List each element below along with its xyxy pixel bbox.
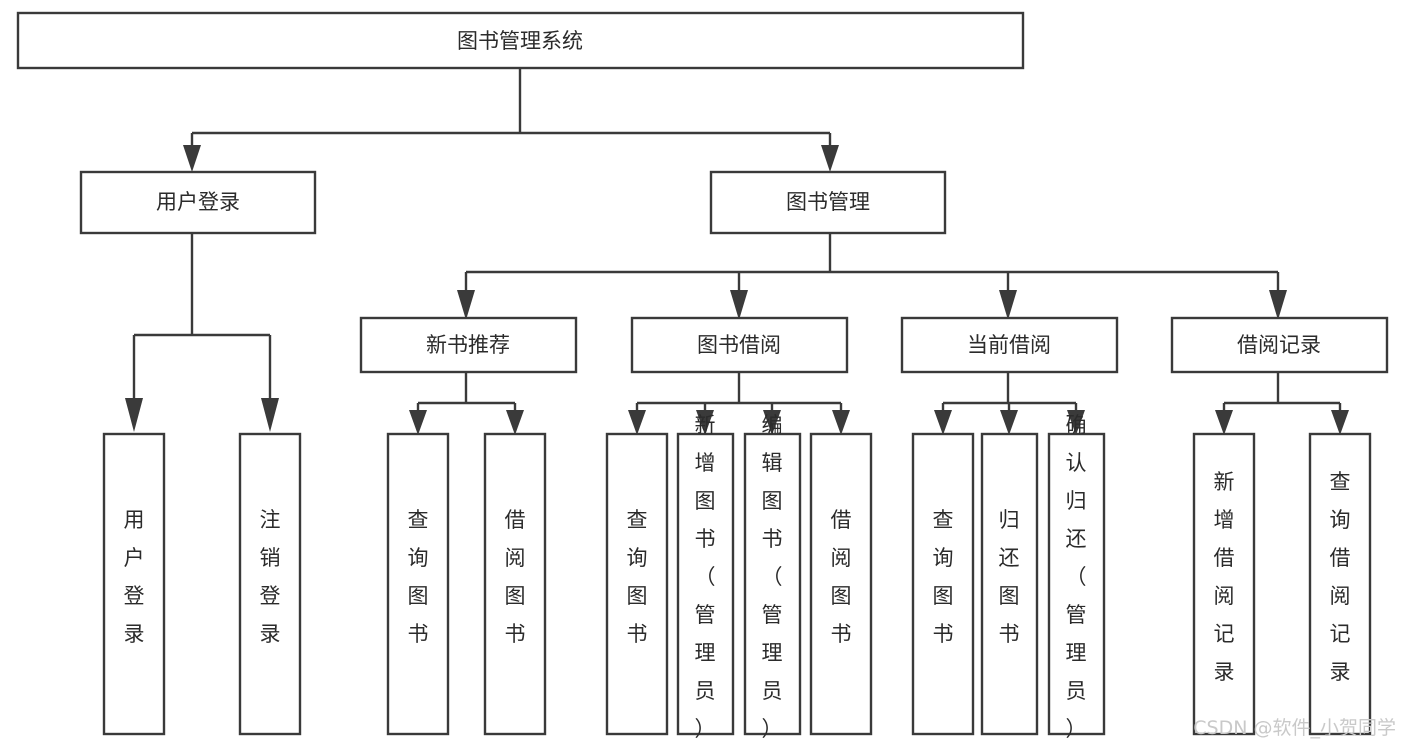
node-borrow-record[interactable]: 借阅记录 <box>1170 316 1389 374</box>
node-leaf-return-book[interactable]: 归还图书 <box>980 432 1039 736</box>
node-leaf-query-book-3-box[interactable] <box>911 432 975 736</box>
node-leaf-query-record[interactable]: 查询借阅记录 <box>1308 432 1372 736</box>
node-current-borrow-box[interactable] <box>900 316 1119 374</box>
node-leaf-user-login-box[interactable] <box>102 432 166 736</box>
arrow-head-book-management <box>821 145 839 172</box>
node-leaf-borrow-book-1-label: 借阅图书 <box>505 508 526 646</box>
node-leaf-borrow-book-2[interactable]: 借阅图书 <box>809 432 873 736</box>
node-user-login-label: 用户登录 <box>156 190 240 214</box>
node-leaf-edit-book-label: 编辑图书（管理员） <box>762 413 783 741</box>
arrow-head-leaf-query-book-3 <box>934 410 952 435</box>
node-leaf-user-logout-box[interactable] <box>238 432 302 736</box>
arrow-head-leaf-confirm-return <box>1067 410 1085 435</box>
node-new-book-recommend-box[interactable] <box>359 316 578 374</box>
node-leaf-add-book[interactable]: 新增图书（管理员） <box>676 413 735 741</box>
arrow-head-current-borrow <box>999 290 1017 320</box>
node-book-borrow-label: 图书借阅 <box>697 333 781 357</box>
node-user-login-box[interactable] <box>79 170 317 235</box>
arrow-head-leaf-add-record <box>1215 410 1233 435</box>
arrow-head-leaf-query-book-2 <box>628 410 646 435</box>
node-leaf-query-record-label: 查询借阅记录 <box>1330 470 1351 684</box>
watermark-label: CSDN @软件_小贺同学 <box>1193 717 1396 739</box>
node-leaf-add-record-box[interactable] <box>1192 432 1256 736</box>
arrow-head-leaf-borrow-book-2 <box>832 410 850 435</box>
node-leaf-query-record-box[interactable] <box>1308 432 1372 736</box>
node-leaf-query-book-3-label: 查询图书 <box>933 508 954 646</box>
node-leaf-return-book-box[interactable] <box>980 432 1039 736</box>
node-leaf-query-book-1-box[interactable] <box>386 432 450 736</box>
node-leaf-borrow-book-2-box[interactable] <box>809 432 873 736</box>
arrow-head-leaf-borrow-book-1 <box>506 410 524 435</box>
node-new-book-recommend-label: 新书推荐 <box>426 333 510 357</box>
node-leaf-add-record-label: 新增借阅记录 <box>1214 470 1235 684</box>
node-book-management-label: 图书管理 <box>786 190 870 214</box>
node-leaf-user-login-label: 用户登录 <box>124 508 145 646</box>
node-new-book-recommend[interactable]: 新书推荐 <box>359 316 578 374</box>
node-leaf-add-book-box[interactable] <box>676 432 735 736</box>
arrow-head-leaf-query-record <box>1331 410 1349 435</box>
connector-layer <box>125 68 1349 435</box>
node-leaf-borrow-book-1[interactable]: 借阅图书 <box>483 432 547 736</box>
arrow-head-leaf-user-logout <box>261 398 279 432</box>
node-leaf-edit-book-box[interactable] <box>743 432 802 736</box>
arrow-head-borrow-record <box>1269 290 1287 320</box>
node-leaf-confirm-return-label: 确认归还（管理员） <box>1066 413 1087 741</box>
node-leaf-query-book-1[interactable]: 查询图书 <box>386 432 450 736</box>
node-book-management-box[interactable] <box>709 170 947 235</box>
node-leaf-add-book-label: 新增图书（管理员） <box>695 413 716 741</box>
node-book-borrow-box[interactable] <box>630 316 849 374</box>
node-current-borrow-label: 当前借阅 <box>967 333 1051 357</box>
node-leaf-confirm-return-box[interactable] <box>1047 432 1106 736</box>
node-leaf-user-logout[interactable]: 注销登录 <box>238 432 302 736</box>
node-book-borrow[interactable]: 图书借阅 <box>630 316 849 374</box>
node-leaf-query-book-2-box[interactable] <box>605 432 669 736</box>
node-leaf-user-logout-label: 注销登录 <box>260 508 281 646</box>
node-leaf-query-book-3[interactable]: 查询图书 <box>911 432 975 736</box>
node-leaf-query-book-2-label: 查询图书 <box>627 508 648 646</box>
node-leaf-edit-book[interactable]: 编辑图书（管理员） <box>743 413 802 741</box>
arrow-head-leaf-return-book <box>1000 410 1018 435</box>
node-leaf-borrow-book-2-label: 借阅图书 <box>831 508 852 646</box>
node-book-management[interactable]: 图书管理 <box>709 170 947 235</box>
node-user-login[interactable]: 用户登录 <box>79 170 317 235</box>
arrow-head-leaf-query-book-1 <box>409 410 427 435</box>
node-root[interactable]: 图书管理系统 <box>16 11 1025 70</box>
arrow-head-book-borrow <box>730 290 748 320</box>
node-leaf-query-book-2[interactable]: 查询图书 <box>605 432 669 736</box>
node-leaf-add-record[interactable]: 新增借阅记录 <box>1192 432 1256 736</box>
node-leaf-user-login[interactable]: 用户登录 <box>102 432 166 736</box>
node-root-label: 图书管理系统 <box>457 29 583 53</box>
arrow-head-leaf-edit-book <box>763 410 781 435</box>
node-current-borrow[interactable]: 当前借阅 <box>900 316 1119 374</box>
node-root-box[interactable] <box>16 11 1025 70</box>
node-borrow-record-label: 借阅记录 <box>1237 333 1321 357</box>
node-borrow-record-box[interactable] <box>1170 316 1389 374</box>
arrow-head-user-login <box>183 145 201 172</box>
arrow-head-new-book-recommend <box>457 290 475 320</box>
node-leaf-query-book-1-label: 查询图书 <box>408 508 429 646</box>
node-leaf-borrow-book-1-box[interactable] <box>483 432 547 736</box>
node-leaf-confirm-return[interactable]: 确认归还（管理员） <box>1047 413 1106 741</box>
arrow-head-leaf-user-login <box>125 398 143 432</box>
node-leaf-return-book-label: 归还图书 <box>999 508 1020 646</box>
arrow-head-leaf-add-book <box>696 410 714 435</box>
